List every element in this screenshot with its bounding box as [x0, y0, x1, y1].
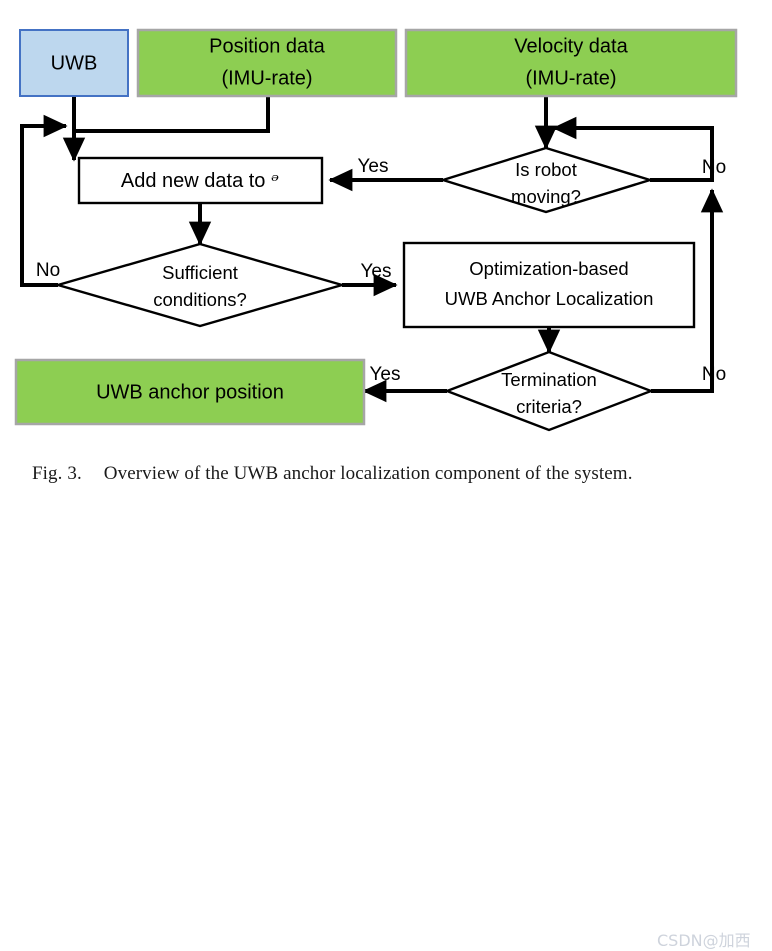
node-termination-criteria-line1: Termination — [501, 369, 597, 390]
node-is-robot-moving-line1: Is robot — [515, 159, 577, 180]
node-optimization[interactable]: Optimization-based UWB Anchor Localizati… — [402, 241, 696, 329]
figure-caption-row: Fig. 3. Overview of the UWB anchor locali… — [0, 455, 772, 950]
node-optimization-line2: UWB Anchor Localization — [445, 288, 654, 309]
edge-label-robot-moving-no: No — [702, 157, 726, 178]
edge-label-robot-moving-yes: Yes — [358, 156, 389, 177]
node-velocity-data[interactable]: Velocity data (IMU-rate) — [404, 28, 738, 98]
node-is-robot-moving-line2: moving? — [511, 186, 581, 207]
node-add-new-data-label: Add new data to ᵊ — [121, 169, 279, 193]
flowchart-diagram: UWB Position data (IMU-rate) Velocity da… — [14, 28, 738, 432]
edge-robot-no-loop — [552, 116, 714, 182]
node-uwb-anchor-position-label: UWB anchor position — [96, 381, 284, 403]
watermark-text: CSDN@加西 — [657, 931, 751, 950]
node-sufficient-conditions-shape — [53, 242, 347, 328]
edge-label-layer: Yes No No Yes Yes No — [36, 156, 726, 385]
edge-position-to-bus — [76, 96, 270, 133]
node-sufficient-conditions-line1: Sufficient — [162, 262, 238, 283]
node-termination-criteria-line2: criteria? — [516, 396, 582, 417]
edge-termination-no-loop — [651, 188, 724, 393]
figure-caption: Fig. 3. Overview of the UWB anchor locali… — [32, 463, 633, 485]
edge-label-termination-yes: Yes — [370, 364, 401, 385]
node-sufficient-conditions[interactable]: Sufficient conditions? — [53, 242, 347, 328]
edge-label-sufficient-no: No — [36, 260, 60, 281]
node-position-data-line2: (IMU-rate) — [221, 67, 312, 89]
node-add-new-data[interactable]: Add new data to ᵊ — [77, 156, 324, 205]
node-position-data-box — [136, 28, 398, 98]
edge-label-sufficient-yes: Yes — [361, 261, 392, 282]
node-uwb-anchor-position[interactable]: UWB anchor position — [14, 358, 366, 426]
node-velocity-data-line2: (IMU-rate) — [525, 67, 616, 89]
node-add-new-data-symbol: ᵊ — [271, 169, 279, 193]
node-is-robot-moving[interactable]: Is robot moving? — [438, 146, 655, 214]
node-uwb-box — [19, 29, 129, 97]
node-optimization-box — [402, 241, 696, 329]
node-sufficient-conditions-line2: conditions? — [153, 289, 247, 310]
node-velocity-data-box — [404, 28, 738, 98]
edge-sufficient-no-loop — [20, 114, 68, 287]
node-position-data[interactable]: Position data (IMU-rate) — [136, 28, 398, 98]
node-termination-criteria-shape — [443, 350, 655, 432]
node-optimization-line1: Optimization-based — [469, 258, 628, 279]
edge-label-termination-no: No — [702, 364, 726, 385]
node-termination-criteria[interactable]: Termination criteria? — [443, 350, 655, 432]
node-is-robot-moving-shape — [438, 146, 655, 214]
node-velocity-data-line1: Velocity data — [514, 35, 628, 57]
figure-container: UWB Position data (IMU-rate) Velocity da… — [0, 28, 772, 950]
node-add-new-data-text: Add new data to — [121, 170, 271, 192]
figure-caption-prefix: Fig. 3. — [32, 463, 82, 484]
node-uwb-anchor-position-box — [14, 358, 366, 426]
node-uwb[interactable]: UWB — [19, 29, 129, 97]
figure-caption-body: Overview of the UWB anchor localization … — [103, 463, 633, 484]
node-uwb-label: UWB — [51, 52, 98, 74]
node-position-data-line1: Position data — [209, 35, 326, 57]
node-add-new-data-box — [77, 156, 324, 205]
connector-layer — [20, 96, 724, 403]
